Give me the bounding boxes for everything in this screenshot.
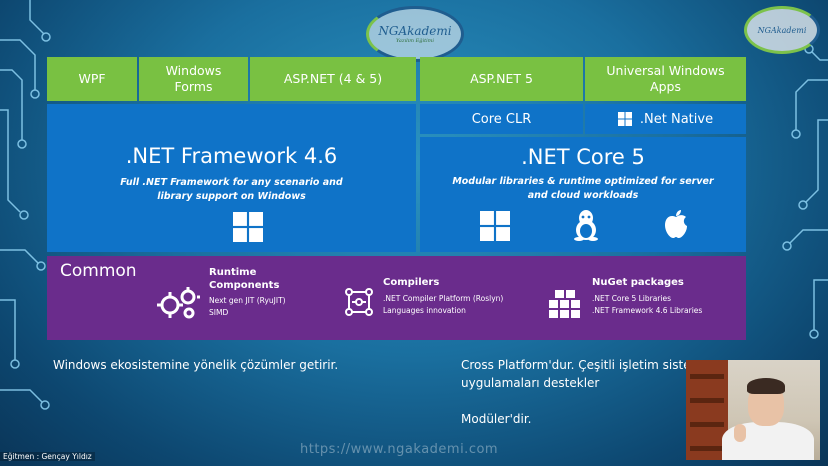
packages-icon: [549, 290, 580, 318]
common-box: Common Runtime Components Next gen JIT (…: [47, 256, 746, 340]
windows-forms-label: Windows Forms: [165, 63, 222, 94]
ngakademi-corner-logo: NGAkademi: [744, 6, 820, 54]
webcam-overlay: [686, 360, 820, 460]
wpf-label: WPF: [78, 71, 106, 86]
caption-cross-platform-2: uygulamaları destekler: [461, 376, 600, 390]
corner-logo-text: NGAkademi: [757, 25, 807, 35]
windows-forms-box: Windows Forms: [139, 57, 248, 101]
apple-logo-icon: [665, 210, 687, 238]
aspnet-5-box: ASP.NET 5: [420, 57, 583, 101]
dotnet-architecture-diagram: WPF Windows Forms ASP.NET (4 & 5) ASP.NE…: [47, 57, 746, 340]
runtime-title-2: Components: [209, 280, 280, 291]
windows-logo-icon: [480, 211, 510, 241]
net-core-subtitle-1: Modular libraries & runtime optimized fo…: [452, 176, 714, 187]
net-core-subtitle-2: and cloud workloads: [527, 190, 639, 201]
linux-tux-icon: [574, 210, 598, 241]
website-watermark: https://www.ngakademi.com: [300, 442, 499, 457]
ngakademi-logo: NGAkademi Yazılım Eğitimi: [366, 6, 464, 62]
net-native-label: .Net Native: [639, 111, 714, 127]
presenter-hand: [734, 424, 746, 442]
runtime-line-1: Next gen JIT (RyuJIT): [209, 296, 286, 305]
compiler-icon: [345, 288, 373, 316]
aspnet-4-5-label: ASP.NET (4 & 5): [283, 71, 383, 86]
bookshelf: [686, 360, 728, 460]
net-native-box: .Net Native: [585, 104, 746, 134]
caption-modular: Modüler'dir.: [461, 412, 532, 426]
caption-cross-platform-1: Cross Platform'dur. Çeşitli işletim sist…: [461, 358, 691, 372]
net-framework-subtitle-1: Full .NET Framework for any scenario and: [120, 177, 343, 188]
gears-icon: [157, 287, 200, 319]
net-framework-box: .NET Framework 4.6 Full .NET Framework f…: [47, 104, 416, 252]
circuit-decoration-right: [782, 44, 828, 339]
aspnet-4-5-box: ASP.NET (4 & 5): [250, 57, 416, 101]
logo-text: NGAkademi: [378, 24, 452, 38]
compilers-title: Compilers: [383, 277, 440, 288]
wpf-box: WPF: [47, 57, 137, 101]
aspnet-5-label: ASP.NET 5: [470, 71, 533, 86]
core-clr-label: Core CLR: [471, 111, 532, 127]
compilers-line-1: .NET Compiler Platform (Roslyn): [383, 294, 504, 303]
runtime-title-1: Runtime: [209, 267, 257, 278]
nuget-line-1: .NET Core 5 Libraries: [592, 294, 671, 303]
nuget-line-2: .NET Framework 4.6 Libraries: [592, 306, 703, 315]
runtime-line-2: SIMD: [209, 308, 229, 317]
nuget-title: NuGet packages: [592, 277, 684, 288]
core-clr-box: Core CLR: [420, 104, 583, 134]
compilers-line-2: Languages innovation: [383, 306, 466, 315]
net-framework-title: .NET Framework 4.6: [125, 144, 338, 168]
windows-logo-icon: [617, 112, 632, 126]
circuit-decoration-left: [0, 0, 51, 410]
universal-windows-apps-label: Universal Windows Apps: [606, 63, 725, 94]
presenter-hair: [747, 378, 785, 394]
caption-windows-ecosystem: Windows ekosistemine yönelik çözümler ge…: [53, 358, 339, 372]
trainer-label: Eğitmen : Gençay Yıldız: [0, 452, 95, 461]
net-core-box: .NET Core 5 Modular libraries & runtime …: [420, 137, 746, 252]
net-core-title: .NET Core 5: [521, 145, 645, 169]
net-framework-subtitle-2: library support on Windows: [157, 191, 306, 202]
universal-windows-apps-box: Universal Windows Apps: [585, 57, 746, 101]
logo-tagline: Yazılım Eğitimi: [395, 38, 435, 44]
windows-logo-icon: [233, 212, 263, 242]
common-title: Common: [60, 261, 137, 281]
